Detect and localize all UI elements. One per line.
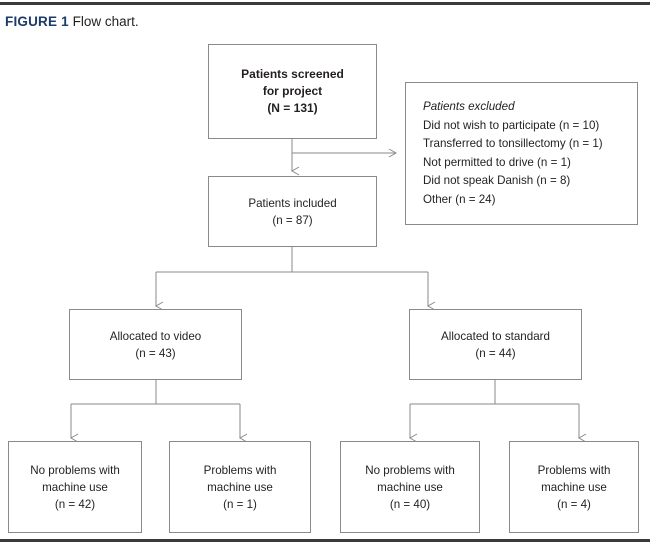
figure-title: Flow chart. <box>72 14 139 29</box>
bottom-rule <box>0 539 650 542</box>
node-line: No problems with <box>365 463 455 477</box>
node-line: Patients screened <box>241 67 344 81</box>
top-rule <box>0 2 650 5</box>
node-line: Patients excluded <box>423 100 515 113</box>
node-line: Did not wish to participate (n = 10) <box>423 118 600 132</box>
node-line: Transferred to tonsillectomy (n = 1) <box>423 137 603 151</box>
node-line: Problems with <box>537 463 611 477</box>
node-video-problems: Problems with machine use (n = 1) <box>169 441 311 533</box>
node-line: for project <box>262 84 323 98</box>
node-line: Allocated to video <box>109 329 202 343</box>
node-line: (n = 42) <box>54 497 96 511</box>
node-line: machine use <box>42 480 108 494</box>
node-line: (n = 87) <box>272 213 313 227</box>
figure-label: FIGURE 1 <box>5 14 69 29</box>
node-line: (n = 4) <box>557 497 591 511</box>
figure-caption: FIGURE 1 Flow chart. <box>5 14 139 30</box>
node-line: (n = 1) <box>223 497 257 511</box>
node-patients-screened: Patients screened for project (N = 131) <box>208 44 377 139</box>
node-line: (n = 43) <box>135 346 176 360</box>
node-line: Not permitted to drive (n = 1) <box>423 155 571 169</box>
node-standard-problems: Problems with machine use (n = 4) <box>509 441 639 533</box>
node-patients-excluded: Patients excluded Did not wish to partic… <box>405 82 638 225</box>
node-line: Other (n = 24) <box>423 192 496 206</box>
node-video-no-problems: No problems with machine use (n = 42) <box>8 441 142 533</box>
node-line: (N = 131) <box>267 101 318 115</box>
node-line: No problems with <box>30 463 120 477</box>
node-line: machine use <box>377 480 443 494</box>
node-line: Did not speak Danish (n = 8) <box>423 174 571 188</box>
node-standard-no-problems: No problems with machine use (n = 40) <box>340 441 480 533</box>
node-line: (n = 44) <box>475 346 516 360</box>
node-patients-included: Patients included (n = 87) <box>208 176 377 247</box>
node-line: Allocated to standard <box>441 329 550 343</box>
node-line: machine use <box>207 480 273 494</box>
node-line: Patients included <box>248 196 337 210</box>
node-allocated-video: Allocated to video (n = 43) <box>69 309 242 380</box>
node-line: (n = 40) <box>389 497 431 511</box>
node-allocated-standard: Allocated to standard (n = 44) <box>409 309 582 380</box>
node-line: Problems with <box>203 463 277 477</box>
node-line: machine use <box>541 480 607 494</box>
